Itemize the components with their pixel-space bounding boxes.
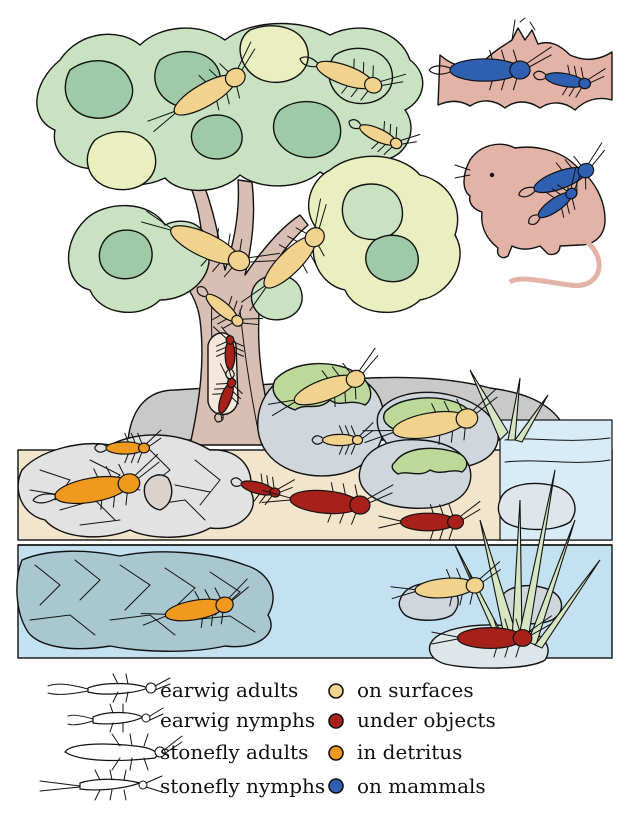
legend-label-earwig-adults: earwig adults	[160, 678, 298, 702]
legend-dot-under-objects	[329, 714, 343, 728]
earwig-nymph-icon	[68, 704, 163, 732]
legend-dot-in-detritus	[329, 746, 343, 760]
legend-label-stonefly-nymphs: stonefly nymphs	[160, 774, 325, 798]
earwig-adult-icon	[48, 674, 170, 702]
legend-label-on-mammals: on mammals	[357, 774, 486, 798]
leaf-litter-water	[17, 551, 273, 651]
stonefly-nymph-icon	[40, 770, 162, 800]
legend-label-earwig-nymphs: earwig nymphs	[160, 708, 315, 732]
legend: earwig adults earwig nymphs stonefly adu…	[40, 674, 496, 800]
legend-label-stonefly-adults: stonefly adults	[160, 740, 308, 764]
legend-label-in-detritus: in detritus	[357, 740, 462, 764]
legend-label-on-surfaces: on surfaces	[357, 678, 474, 702]
legend-label-under-objects: under objects	[357, 708, 496, 732]
legend-dot-on-surfaces	[329, 684, 343, 698]
legend-dot-on-mammals	[329, 779, 343, 793]
